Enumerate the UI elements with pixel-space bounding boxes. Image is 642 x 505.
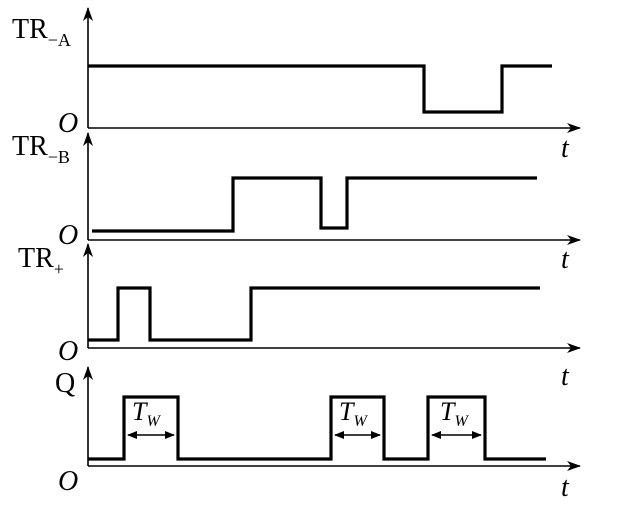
signal-label-q: Q <box>55 368 75 399</box>
waveform-tr-plus <box>88 286 540 342</box>
waveform-tr-b <box>92 176 537 233</box>
origin-label-tr-plus: O <box>58 336 78 367</box>
time-label-tr-plus: t <box>561 361 570 392</box>
svg-text:TW: TW <box>132 397 161 430</box>
signal-label-tr-plus: TR+ <box>18 243 64 279</box>
origin-label-q: O <box>58 466 78 497</box>
signal-label-tr-b: TR−B <box>12 131 70 167</box>
waveform-tr-a <box>88 64 552 114</box>
time-label-tr-b: t <box>561 244 570 275</box>
pulse-width-annotation-2: TW <box>334 397 381 439</box>
pulse-width-annotation-3: TW <box>431 397 482 439</box>
panel-tr-a: TR−A O t <box>12 7 581 164</box>
time-label-q: t <box>561 472 570 503</box>
svg-text:TW: TW <box>339 397 368 430</box>
waveform-q <box>88 395 546 461</box>
pulse-width-annotation-1: TW <box>127 397 175 439</box>
signal-label-tr-a: TR−A <box>12 14 71 50</box>
panel-tr-plus: TR+ O t <box>18 243 581 392</box>
origin-label-tr-b: O <box>58 220 78 251</box>
time-label-tr-a: t <box>561 133 570 164</box>
svg-text:TW: TW <box>440 397 469 430</box>
origin-label-tr-a: O <box>58 108 78 139</box>
panel-tr-b: TR−B O t <box>12 131 581 275</box>
panel-q: Q O t TW TW TW <box>55 366 581 503</box>
